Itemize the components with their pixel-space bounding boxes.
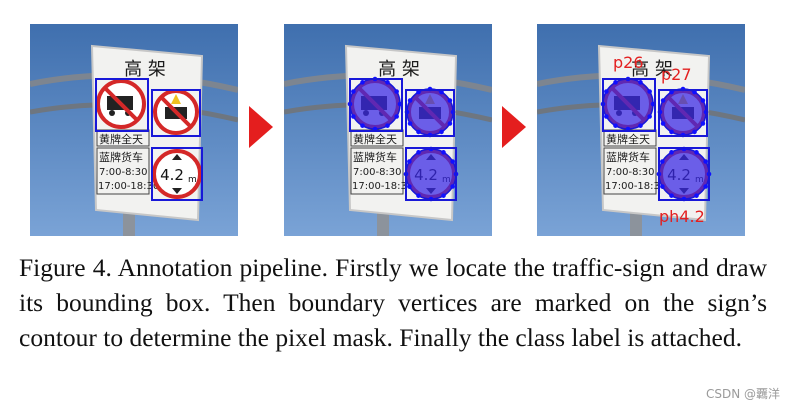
arrow-shape bbox=[502, 106, 526, 148]
arrow-right-icon bbox=[249, 106, 273, 148]
boundary-vertex bbox=[694, 193, 699, 198]
sign-text-box bbox=[603, 147, 657, 195]
boundary-vertex bbox=[360, 80, 365, 85]
pixel-mask bbox=[602, 78, 654, 130]
sign-text-line1: 黄牌全天 bbox=[353, 132, 397, 146]
boundary-vertex bbox=[407, 98, 413, 103]
class-label: p27 bbox=[661, 65, 692, 84]
boundary-vertex bbox=[447, 98, 453, 103]
sign-text-line3: 7:00-8:30 bbox=[99, 167, 148, 178]
boundary-vertex bbox=[441, 193, 446, 198]
boundary-vertex bbox=[647, 114, 652, 119]
pixel-mask bbox=[349, 78, 401, 130]
boundary-vertex bbox=[660, 159, 665, 164]
watermark: CSDN @覊洋 bbox=[706, 387, 781, 401]
annotation-overlay bbox=[347, 76, 459, 202]
boundary-vertex bbox=[351, 114, 356, 119]
boundary-vertex bbox=[669, 129, 674, 135]
panel-class-labels: 高 架 黄牌全天 蓝牌货车 7:00-8:30 17:00-18:30 4.2 bbox=[537, 24, 745, 236]
panel-vertices-mask: 高 架 黄牌全天 蓝牌货车 7:00-8:30 17:00-18:30 4.2 bbox=[284, 24, 492, 236]
boundary-vertex bbox=[416, 129, 421, 135]
sign-text-line1: 黄牌全天 bbox=[99, 132, 143, 146]
sign-text-line3: 7:00-8:30 bbox=[353, 167, 402, 178]
sign-text-box bbox=[350, 147, 404, 195]
bounding-box bbox=[151, 89, 201, 137]
boundary-vertex bbox=[407, 159, 412, 164]
boundary-vertex bbox=[407, 121, 413, 126]
boundary-vertex bbox=[638, 123, 643, 128]
sign-height-limit: 4.2 m bbox=[152, 149, 202, 199]
boundary-vertex bbox=[669, 193, 674, 198]
sign-text-line4: 17:00-18:30 bbox=[98, 181, 159, 192]
boundary-vertex bbox=[604, 114, 609, 119]
boundary-vertex bbox=[360, 123, 365, 128]
boundary-vertex bbox=[416, 193, 421, 198]
boundary-vertex bbox=[692, 129, 697, 135]
pixel-mask bbox=[658, 148, 710, 200]
boundary-vertex bbox=[385, 80, 390, 85]
boundary-vertex bbox=[703, 184, 708, 189]
class-label: ph4.2 bbox=[659, 207, 705, 226]
height-limit-unit: m bbox=[188, 175, 197, 185]
boundary-vertex bbox=[604, 89, 609, 94]
class-label: p26 bbox=[613, 53, 644, 72]
boundary-vertex bbox=[351, 89, 356, 94]
boundary-vertex bbox=[407, 184, 412, 189]
sign-text-line1: 黄牌全天 bbox=[606, 132, 650, 146]
boundary-vertex bbox=[669, 150, 674, 155]
boundary-vertex bbox=[441, 150, 446, 155]
boundary-vertex bbox=[416, 150, 421, 155]
boundary-vertex bbox=[700, 98, 706, 103]
sign-header: 高 架 bbox=[378, 59, 420, 80]
sign-text-line2: 蓝牌货车 bbox=[99, 150, 143, 164]
boundary-vertex bbox=[660, 121, 666, 126]
boundary-vertex bbox=[394, 114, 399, 119]
boundary-vertex bbox=[447, 121, 453, 126]
boundary-vertex bbox=[660, 184, 665, 189]
boundary-vertex bbox=[613, 123, 618, 128]
sign-no-hazard-vehicle bbox=[153, 89, 199, 135]
boundary-vertex bbox=[613, 80, 618, 85]
sign-text-line3: 7:00-8:30 bbox=[606, 167, 655, 178]
sign-text-line2: 蓝牌货车 bbox=[353, 150, 397, 164]
sign-text-line4: 17:00-18:30 bbox=[605, 181, 666, 192]
sign-header: 高 架 bbox=[124, 59, 166, 80]
bounding-box bbox=[405, 147, 457, 201]
sign-text-line4: 17:00-18:30 bbox=[352, 181, 413, 192]
sign-text-line2: 蓝牌货车 bbox=[606, 150, 650, 164]
bounding-box bbox=[95, 78, 149, 132]
bounding-box bbox=[658, 147, 710, 201]
bounding-box bbox=[658, 89, 708, 137]
arrow-right-icon bbox=[502, 106, 526, 148]
panel-bounding-box: 高 架 黄牌全天 蓝牌货车 7:00-8:30 17:00-18:30 4.2 bbox=[30, 24, 238, 236]
sign-no-truck bbox=[96, 79, 146, 129]
boundary-vertex bbox=[450, 159, 455, 164]
boundary-vertex bbox=[700, 121, 706, 126]
height-limit-value: 4.2 bbox=[160, 166, 184, 184]
sign-header: 高 架 bbox=[631, 59, 673, 80]
arrow-shape bbox=[249, 106, 273, 148]
annotation-overlay: p26 p27 ph4.2 bbox=[600, 53, 712, 226]
bounding-box bbox=[349, 78, 403, 132]
boundary-vertex bbox=[660, 98, 666, 103]
annotation-overlay bbox=[95, 78, 203, 201]
boundary-vertex bbox=[385, 123, 390, 128]
boundary-vertex bbox=[638, 80, 643, 85]
bounding-box bbox=[602, 78, 656, 132]
boundary-vertex bbox=[450, 184, 455, 189]
boundary-vertex bbox=[694, 150, 699, 155]
bounding-box bbox=[405, 89, 455, 137]
boundary-vertex bbox=[394, 89, 399, 94]
figure-caption: Figure 4. Annotation pipeline. Firstly w… bbox=[19, 253, 767, 352]
pixel-mask bbox=[405, 148, 457, 200]
pixel-mask bbox=[406, 88, 454, 136]
sign-text-box bbox=[96, 147, 150, 195]
boundary-vertex bbox=[647, 89, 652, 94]
boundary-vertex bbox=[439, 129, 444, 135]
bounding-box bbox=[151, 147, 203, 201]
boundary-vertex bbox=[703, 159, 708, 164]
pixel-mask bbox=[659, 88, 707, 136]
